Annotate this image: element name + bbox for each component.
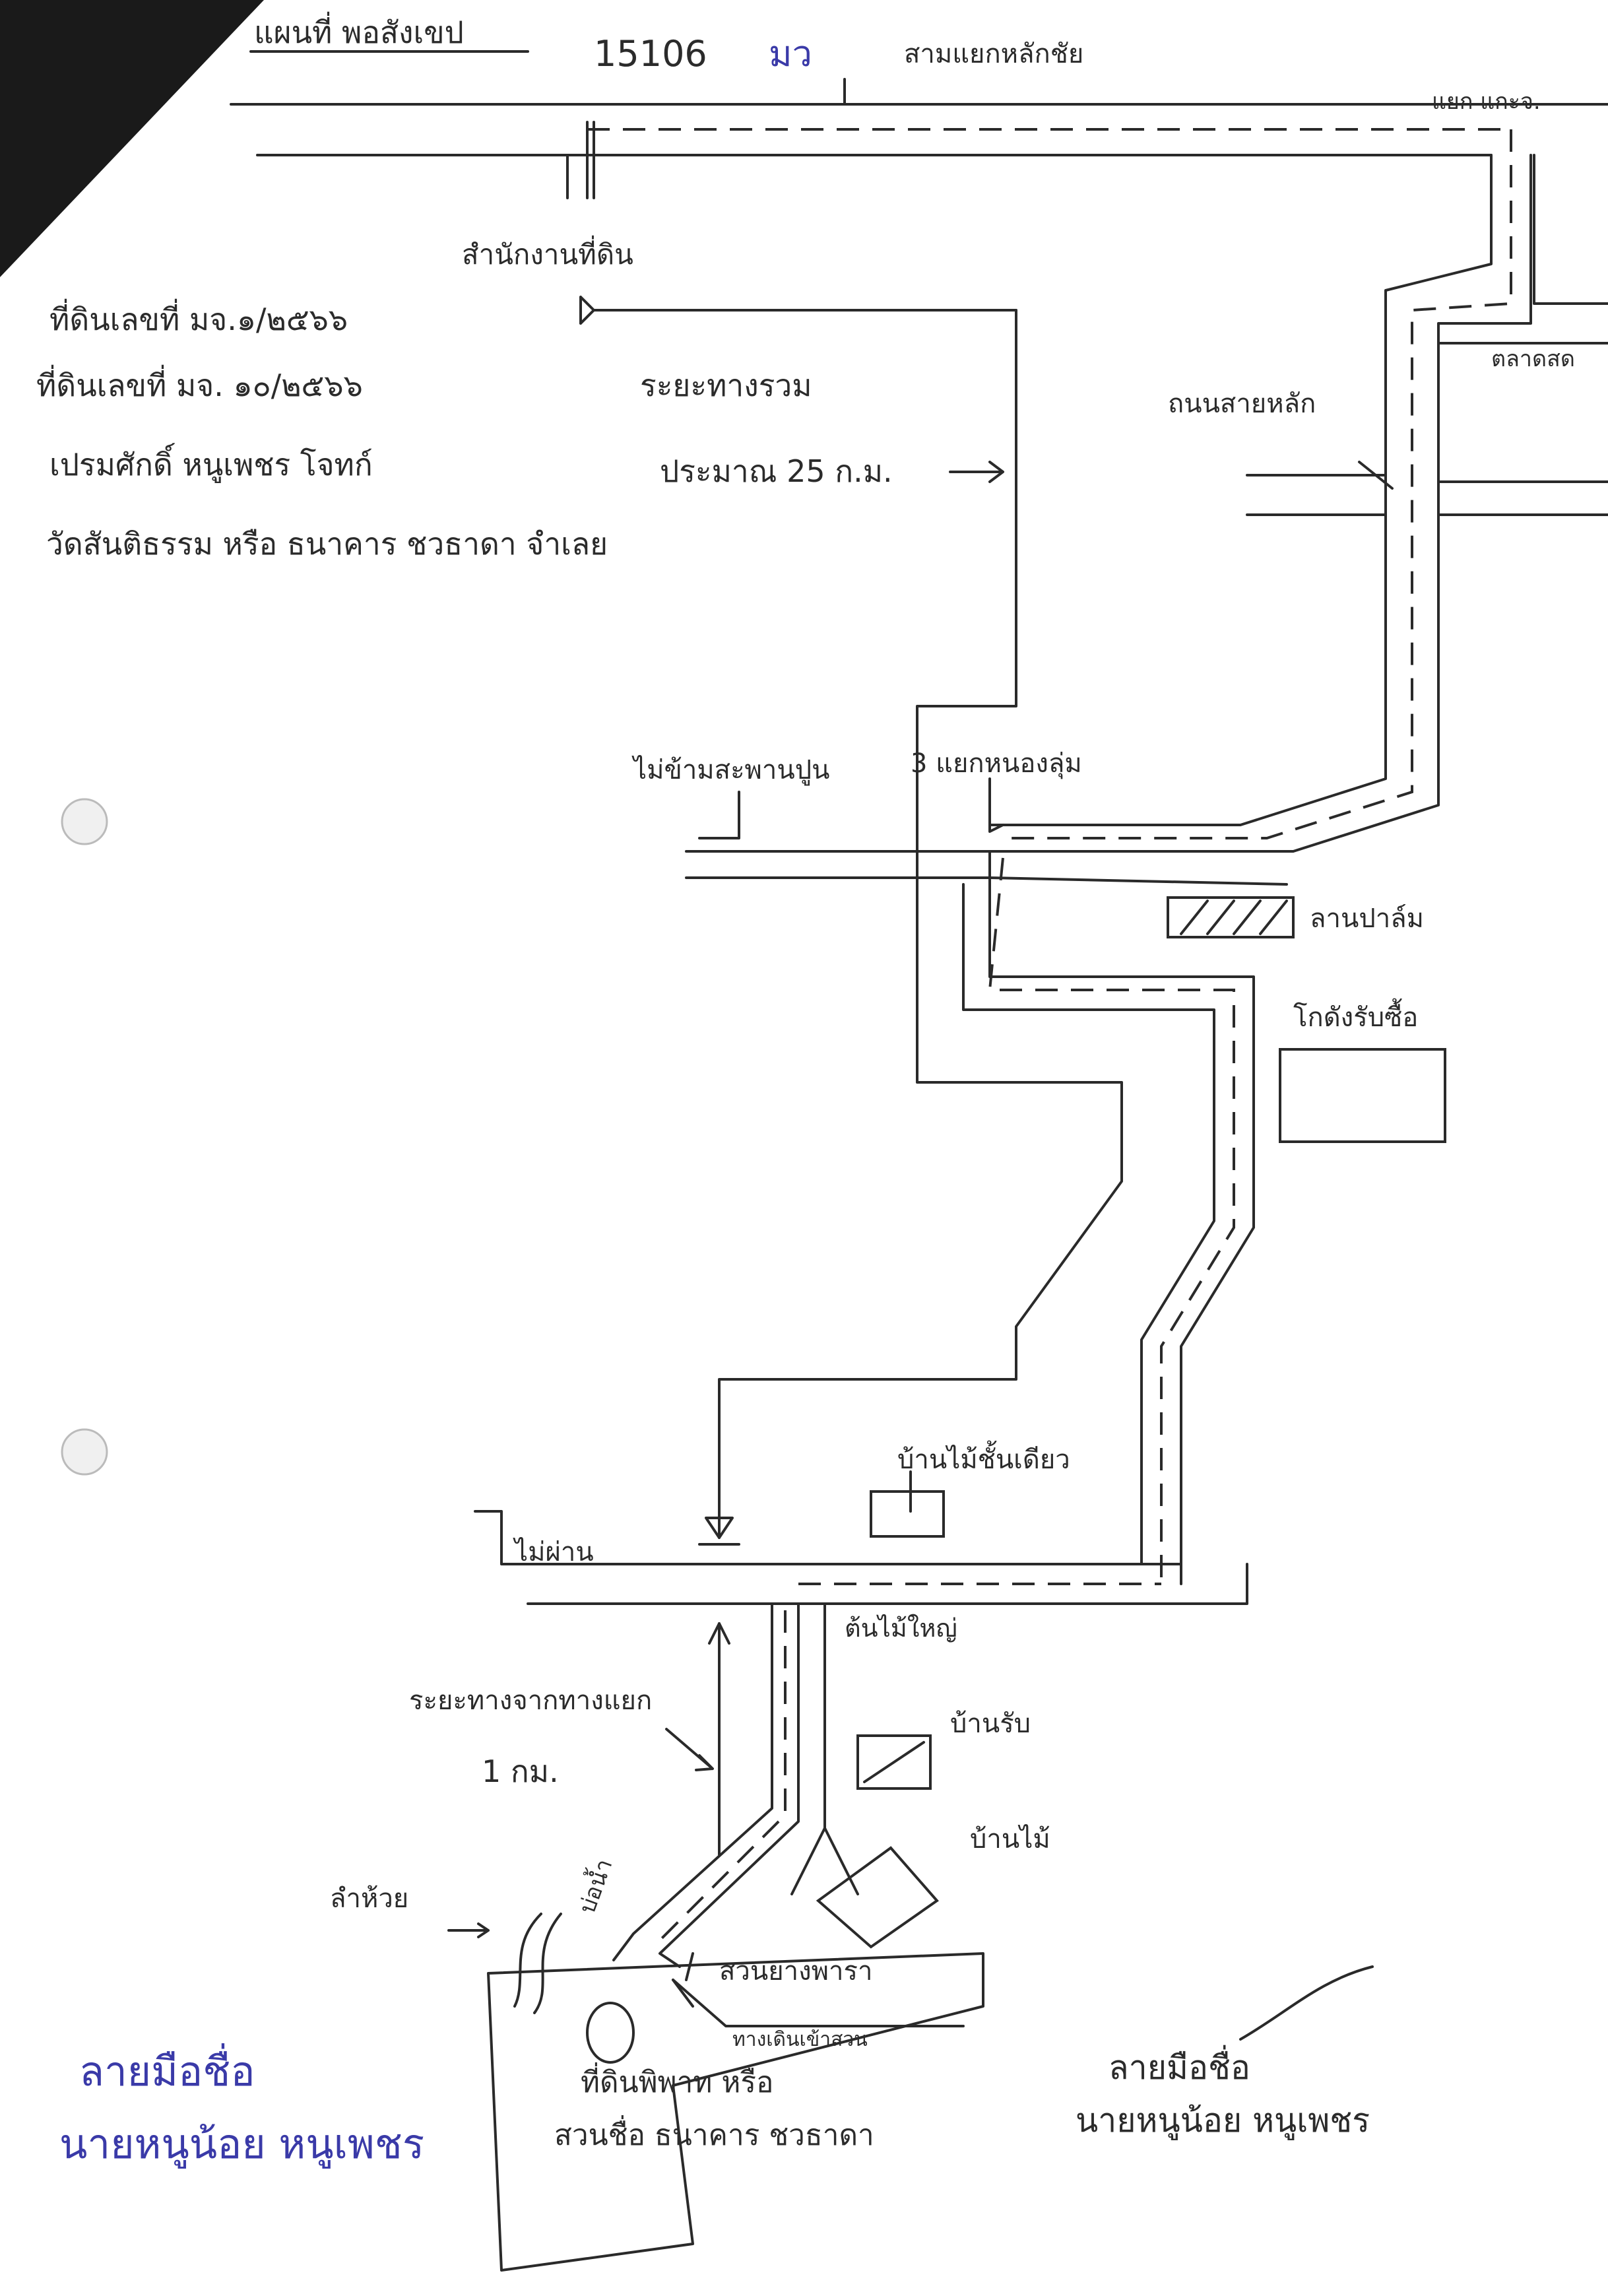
plot-info-line-4: วัดสันติธรรม หรือ ธนาคาร ชวธาดา จำเลย <box>46 526 608 562</box>
label-tree: ต้นไม้ใหญ่ <box>845 1614 957 1643</box>
signature-right-line-2: นายหนูน้อย หนูเพชร <box>1076 2101 1370 2140</box>
label-land-plot-1: ที่ดินพิพาท หรือ <box>581 2062 773 2099</box>
plot-info-line-1: ที่ดินเลขที่ มจ.๑/๒๕๖๖ <box>49 298 348 337</box>
label-small-distance-1: ระยะทางจากทางแยก <box>409 1686 652 1716</box>
label-creek: ลำห้วย <box>330 1884 408 1914</box>
label-shop: บ้านรับ <box>950 1709 1031 1739</box>
distance-note-line-1: ระยะทางรวม <box>640 368 812 403</box>
shop-hatch <box>863 1741 925 1783</box>
small-distance-arrow <box>665 1622 730 1856</box>
label-junction-mid: 3 แยกหนองลุ่ม <box>911 748 1082 779</box>
label-junction-top: สามแยกหลักชัย <box>904 39 1083 69</box>
label-well: บ่อน้ำ <box>571 1854 618 1917</box>
central-descending-road <box>718 850 1255 1585</box>
distance-route-line <box>579 296 1017 886</box>
label-orchard: สวนยางพารา <box>719 1956 872 1986</box>
signature-right-line-1: ลายมือชื่อ <box>1109 2045 1250 2087</box>
land-office-branch <box>566 121 595 199</box>
village-road <box>474 1510 1248 1605</box>
scan-corner <box>0 0 264 277</box>
binder-hole-top <box>61 798 108 845</box>
label-small-distance-2: 1 กม. <box>482 1754 559 1789</box>
top-main-road <box>230 78 1608 156</box>
warehouse-box <box>1279 1048 1446 1143</box>
label-right-side: ตลาดสด <box>1491 346 1575 372</box>
label-land-plot-2: สวนชื่อ ธนาคาร ชวธาดา <box>554 2115 874 2152</box>
orchard-fork-road <box>612 1602 859 1968</box>
plot-info-line-3: เปรมศักดิ์ หนูเพชร โจทก์ <box>49 443 373 483</box>
market-box <box>1167 896 1295 938</box>
plot-info-line-2: ที่ดินเลขที่ มจ. ๑๐/๒๕๖๖ <box>36 364 363 403</box>
signature-left-line-1: ลายมือชื่อ <box>79 2043 255 2095</box>
creek <box>447 1913 562 2014</box>
signature-flourish <box>1239 1965 1374 2041</box>
label-road-right: ถนนสายหลัก <box>1168 389 1316 419</box>
doc-number: 15106 <box>594 33 707 75</box>
land-plot <box>487 1952 984 2272</box>
distance-note-line-2: ประมาณ 25 ก.ม. <box>660 453 893 489</box>
middle-road <box>685 777 1288 886</box>
label-top-right: แยก แกะจ. <box>1432 88 1541 115</box>
label-sign-left: ไม่ข้ามสะพานปูน <box>631 755 829 785</box>
doc-suffix: มว <box>769 33 812 75</box>
house-corner-box <box>816 1846 939 1949</box>
label-house-corner: บ้านไม้ <box>970 1824 1050 1854</box>
label-landmark: บ้านไม้ชั้นเดียว <box>897 1440 1070 1475</box>
label-market: ลานปาล์ม <box>1310 903 1424 934</box>
shop-box <box>856 1734 932 1790</box>
right-descending-road <box>988 129 1608 853</box>
label-warehouse: โกดังรับซื้อ <box>1293 998 1418 1033</box>
label-village-road: ไม่ผ่าน <box>513 1537 594 1567</box>
label-land-office: สำนักงานที่ดิน <box>462 236 633 271</box>
label-road-small: ทางเดินเข้าสวน <box>732 2028 868 2051</box>
binder-hole-bottom <box>61 1428 108 1476</box>
signature-left-line-2: นายหนูน้อย หนูเพชร <box>59 2120 424 2169</box>
map-title: แผนที่ พอสังเขป <box>254 11 464 50</box>
landmark-box <box>870 1490 945 1538</box>
